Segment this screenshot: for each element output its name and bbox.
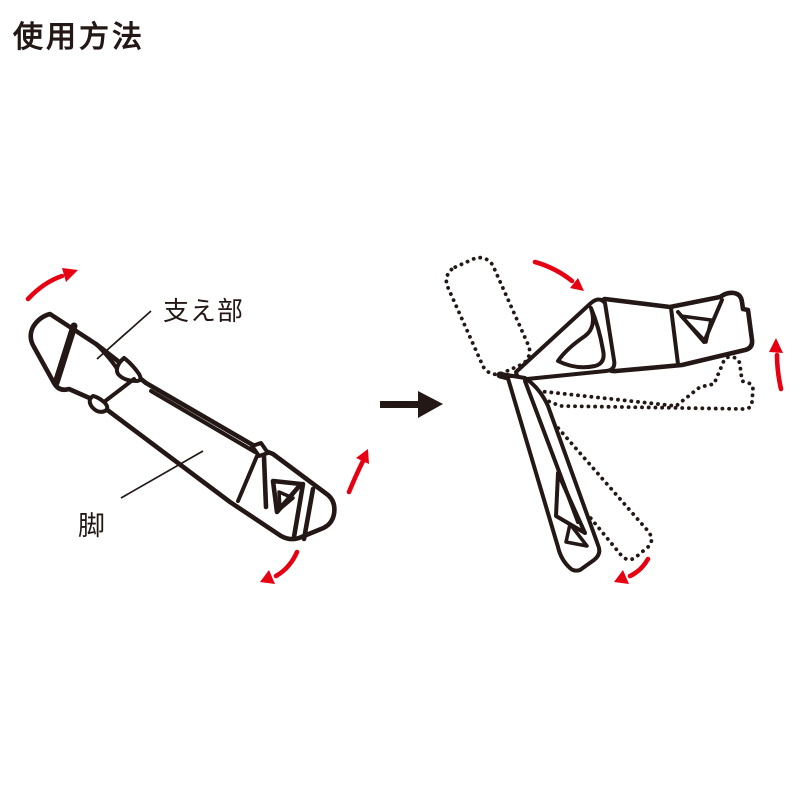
rotate-arrow-up-right-icon: [25, 268, 78, 302]
closed-stand-outline: [28, 311, 337, 542]
hinge-notch: [87, 394, 110, 414]
rotate-arrow-down-left-icon: [260, 549, 300, 584]
foot-prong-right2: [301, 486, 316, 542]
leg-leader-line: [120, 450, 204, 499]
rotate-arrow-up-icon-right: [769, 338, 784, 392]
foot-groove-inner-triangle: [277, 490, 295, 511]
leg-label: 脚: [78, 511, 105, 542]
rotate-arrow-down-right-icon: [532, 259, 584, 291]
open-support-inner-fold: [556, 306, 606, 370]
transition-arrow: [380, 391, 443, 418]
dotted-leg-previous-position: [522, 411, 654, 562]
cradle-facet-triangle: [679, 314, 713, 344]
page-title: 使用方法: [13, 20, 145, 55]
dotted-support-previous-position: [444, 255, 532, 377]
hinge-crease-lower: [102, 377, 136, 404]
foot-diamond: [250, 441, 270, 458]
leg-top-edge-inner-line: [149, 389, 257, 454]
open-stand-drawing: [444, 255, 784, 584]
support-part-label: 支え部: [163, 297, 245, 327]
support-fold-line: [52, 322, 78, 387]
foot-prong-right1: [291, 481, 306, 540]
hinge-bump: [114, 356, 143, 383]
rotate-arrow-down-left-icon-right: [614, 556, 651, 584]
cradle-separator-line: [669, 306, 680, 366]
foot-prong-left2: [261, 454, 269, 510]
open-foot-inner-triangle: [564, 522, 589, 548]
foot-prong-left: [236, 454, 259, 503]
support-leader-line: [96, 310, 152, 360]
closed-stand-drawing: [25, 268, 369, 584]
arrow-right-icon: [380, 391, 443, 418]
rotate-arrow-up-icon: [346, 449, 369, 495]
